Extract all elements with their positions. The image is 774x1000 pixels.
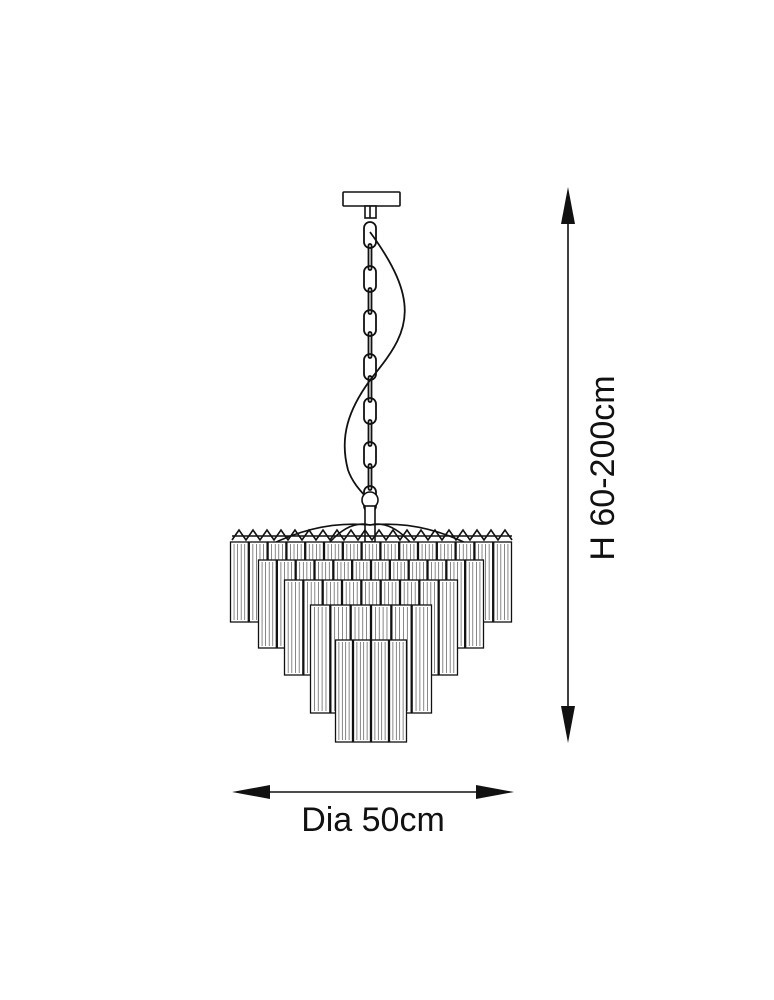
frame-arms — [231, 523, 513, 546]
glass-rod — [229, 541, 249, 623]
glass-rod — [309, 604, 331, 714]
glass-rod — [388, 639, 408, 743]
chain-link — [367, 243, 373, 271]
width-dimension-label: Dia 50cm — [301, 801, 445, 839]
glass-rod — [370, 639, 390, 743]
chain-link — [363, 441, 377, 469]
frame-arm — [369, 523, 471, 546]
glass-rod-tiers — [229, 541, 513, 743]
chain-link — [363, 265, 377, 293]
width-dimension-arrow — [232, 785, 514, 799]
chain-link — [363, 221, 377, 249]
ceiling-canopy — [342, 191, 401, 219]
chain-link — [367, 463, 373, 491]
height-dimension-arrow — [561, 187, 575, 743]
glass-rod — [257, 559, 277, 649]
chain-link — [363, 397, 377, 425]
glass-rod — [493, 541, 513, 623]
chain-link — [367, 419, 373, 447]
glass-rod — [465, 559, 485, 649]
suspension-chain — [363, 221, 377, 513]
glass-rod — [438, 579, 459, 676]
glass-rod — [334, 639, 354, 743]
frame-arm — [329, 523, 371, 543]
power-cable — [343, 231, 406, 509]
chain-link — [367, 331, 373, 359]
frame-zigzag — [231, 528, 513, 542]
height-dimension-label: H 60-200cm — [584, 375, 622, 561]
chain-link — [363, 309, 377, 337]
chain-link — [367, 287, 373, 315]
glass-rod — [411, 604, 433, 714]
glass-rod — [352, 639, 372, 743]
chain-link — [367, 375, 373, 403]
glass-rod — [283, 579, 304, 676]
